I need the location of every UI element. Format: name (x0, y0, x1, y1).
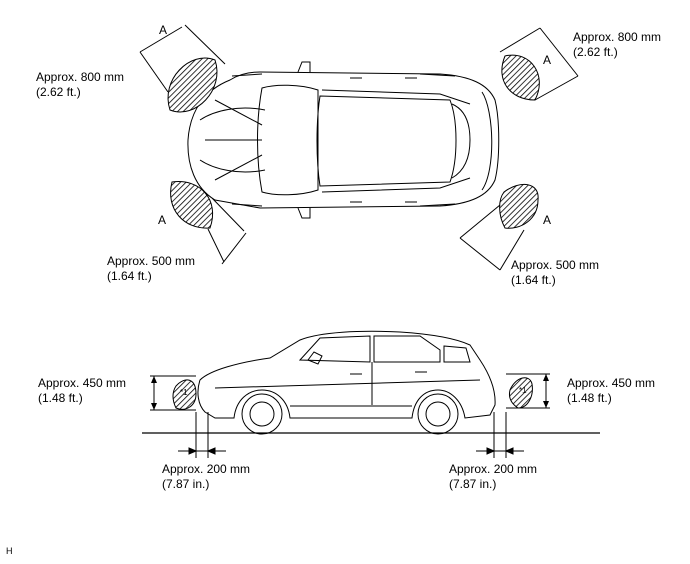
front-height-mm: Approx. 450 mm (38, 376, 127, 390)
sensor-zone-front-left (139, 24, 226, 113)
front-right-distance-ft: (1.64 ft.) (107, 269, 152, 283)
rear-setback-in: (7.87 in.) (449, 477, 497, 491)
front-right-zone-letter: A (158, 213, 167, 227)
footer-code: H (6, 546, 13, 556)
front-sensor-marker: *1 (180, 388, 188, 397)
front-left-distance-mm: Approx. 800 mm (36, 70, 125, 84)
car-side-view (197, 330, 496, 435)
rear-height-mm: Approx. 450 mm (567, 376, 656, 390)
front-right-distance-mm: Approx. 500 mm (107, 254, 196, 268)
rear-right-distance-label: Approx. 500 mm (1.64 ft.) (511, 258, 599, 288)
sensor-zone-rear-left (499, 27, 579, 101)
front-right-distance-label: Approx. 500 mm (1.64 ft.) (107, 254, 195, 284)
rear-height-label: Approx. 450 mm (1.48 ft.) (567, 376, 655, 406)
front-left-distance-ft: (2.62 ft.) (36, 85, 81, 99)
rear-setback-mm: Approx. 200 mm (449, 462, 538, 476)
sensor-zone-front-right (170, 181, 247, 265)
rear-sensor-marker: *1 (519, 386, 527, 395)
rear-right-distance-ft: (1.64 ft.) (511, 273, 556, 287)
front-height-ft: (1.48 ft.) (38, 391, 83, 405)
rear-height-ft: (1.48 ft.) (567, 391, 612, 405)
front-setback-in: (7.87 in.) (162, 477, 210, 491)
rear-right-zone-letter: A (543, 213, 552, 227)
sensor-zone-side-front (150, 375, 197, 411)
rear-left-distance-ft: (2.62 ft.) (573, 45, 618, 59)
sensor-zone-rear-right (459, 184, 539, 271)
front-setback-mm: Approx. 200 mm (162, 462, 251, 476)
rear-setback-label: Approx. 200 mm (7.87 in.) (449, 462, 537, 492)
front-left-distance-label: Approx. 800 mm (2.62 ft.) (36, 70, 124, 100)
rear-right-distance-mm: Approx. 500 mm (511, 258, 600, 272)
front-left-zone-letter: A (159, 23, 168, 37)
rear-left-zone-letter: A (543, 53, 552, 67)
setback-dimension-front (178, 412, 226, 458)
sensor-zone-side-rear (506, 373, 550, 409)
front-height-label: Approx. 450 mm (1.48 ft.) (38, 376, 126, 406)
rear-left-distance-label: Approx. 800 mm (2.62 ft.) (573, 30, 661, 60)
front-setback-label: Approx. 200 mm (7.87 in.) (162, 462, 250, 492)
setback-dimension-rear (476, 412, 524, 458)
rear-left-distance-mm: Approx. 800 mm (573, 30, 662, 44)
car-top-view (187, 61, 500, 219)
